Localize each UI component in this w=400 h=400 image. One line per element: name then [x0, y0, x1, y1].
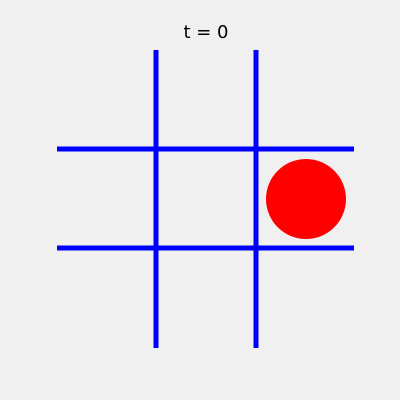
pieces-layer [266, 159, 346, 239]
grid-lines [57, 50, 354, 348]
red-circle-piece [266, 159, 346, 239]
time-step-title: t = 0 [183, 22, 229, 43]
